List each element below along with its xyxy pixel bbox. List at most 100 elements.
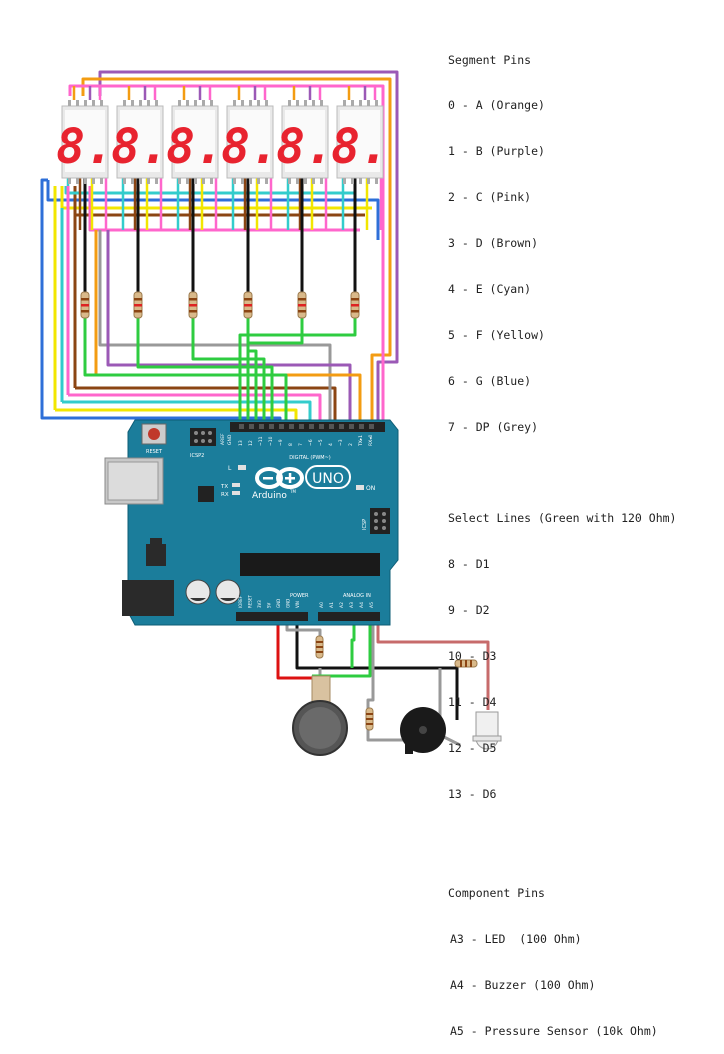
pressure-sensor: [292, 675, 348, 756]
power-pin-label: 3V3: [257, 600, 262, 608]
display-pin: [359, 100, 362, 106]
display-pin: [296, 178, 299, 184]
segment-pins-title: Segment Pins: [448, 52, 532, 67]
header-socket: [249, 424, 254, 429]
analog-label: ANALOG IN: [343, 593, 371, 599]
seven-segment-display-d6: 8.: [331, 100, 389, 184]
segment-pin-1: 1 - B (Purple): [448, 144, 545, 159]
wire-black-gnd: [295, 616, 459, 720]
brand-label: Arduino: [252, 491, 287, 501]
analog-pin-label: A4: [359, 602, 365, 608]
display-digit: 8.: [56, 119, 114, 175]
wire-blue-to-pin-6: [40, 178, 282, 420]
display-pin: [296, 100, 299, 106]
display-face: [65, 110, 105, 172]
display-pin: [343, 178, 346, 184]
display-pin: [194, 178, 197, 184]
wire-green-select-3: [191, 318, 266, 420]
display-pin: [265, 178, 268, 184]
display-face: [175, 110, 215, 172]
resistor-band: [244, 310, 252, 313]
component-pin-a4: A4 - Buzzer (100 Ohm): [450, 977, 596, 992]
display-pin: [351, 100, 354, 106]
analog-pin-label: A1: [329, 602, 335, 608]
display-pin: [131, 178, 134, 184]
l-led-label: L: [228, 465, 232, 472]
display-pin: [320, 178, 323, 184]
wire-green-select-1: [83, 318, 288, 420]
display-pin: [320, 100, 323, 106]
select-line-12: 12 - D5: [448, 740, 497, 755]
display-pin: [68, 178, 71, 184]
select-line-9: 9 - D2: [448, 602, 490, 617]
rx-label: RX: [221, 492, 229, 498]
digital-header: [230, 422, 385, 432]
resistor-band: [316, 641, 323, 643]
model-label: UNO: [312, 471, 344, 487]
display-pin: [92, 100, 95, 106]
display-pin: [210, 100, 213, 106]
display-pin: [100, 178, 103, 184]
wire-grey-to-pin-7: [98, 230, 332, 420]
digital-pin-label: 4: [328, 443, 334, 446]
on-label: ON: [366, 485, 375, 492]
power-pin-label: GND: [276, 599, 281, 608]
wire-green-a3: [350, 616, 356, 668]
display-pin: [241, 100, 244, 106]
display-pin: [68, 100, 71, 106]
wire-yellow-to-pin-5: [55, 408, 298, 420]
header-socket: [269, 424, 274, 429]
microcontroller-chip: [240, 553, 380, 576]
segment-pin-0: 0 - A (Orange): [448, 98, 545, 113]
display-pin: [76, 178, 79, 184]
wire-green-sensor: [312, 616, 372, 678]
display-pin: [249, 178, 252, 184]
resistor-band: [134, 310, 142, 313]
usb-chip: [198, 486, 214, 502]
resistor-band: [470, 660, 472, 667]
display-face: [340, 110, 380, 172]
wires: [40, 70, 490, 747]
component-resistors: [315, 635, 478, 731]
header-socket: [339, 424, 344, 429]
resistor-band: [189, 298, 197, 301]
display-pin: [92, 178, 95, 184]
resistor-band: [465, 660, 467, 667]
display-pin: [131, 100, 134, 106]
display-pin: [84, 178, 87, 184]
digital-pin-label: ~9: [278, 439, 284, 446]
analog-pin-label: A5: [369, 602, 375, 608]
display-pin: [288, 100, 291, 106]
pin-legend: Segment Pins 0 - A (Orange) 1 - B (Purpl…: [448, 22, 676, 1054]
display-pin: [186, 100, 189, 106]
wire-green-select-2: [136, 318, 274, 420]
tx-label: TX: [220, 484, 228, 490]
icsp2-label: ICSP2: [190, 453, 204, 459]
resistor-band: [298, 298, 306, 301]
resistor-band: [244, 304, 252, 307]
digital-pin-label: RX◂0: [368, 435, 374, 446]
power-header: [236, 612, 308, 621]
display-pin: [233, 178, 236, 184]
select-line-13: 13 - D6: [448, 786, 497, 801]
display-pin: [84, 100, 87, 106]
select-line-resistors: [80, 291, 360, 319]
analog-pin-label: A0: [319, 602, 325, 608]
display-pin: [147, 100, 150, 106]
header-socket: [279, 424, 284, 429]
power-pin-label: GND: [286, 599, 291, 608]
display-pin: [343, 100, 346, 106]
power-label: POWER: [290, 593, 309, 599]
gnd-label: GND: [227, 434, 233, 445]
digital-pin-label: ~10: [268, 436, 274, 446]
capacitor-icon: [215, 579, 241, 605]
wire-orange-segment-a: [81, 77, 392, 420]
component-pin-a3: A3 - LED (100 Ohm): [450, 931, 582, 946]
buzzer: [400, 707, 446, 754]
digital-pin-label: 13: [238, 440, 244, 446]
resistor-band: [81, 298, 89, 301]
wire-green-select-6: [238, 318, 357, 420]
resistor-band: [460, 660, 462, 667]
